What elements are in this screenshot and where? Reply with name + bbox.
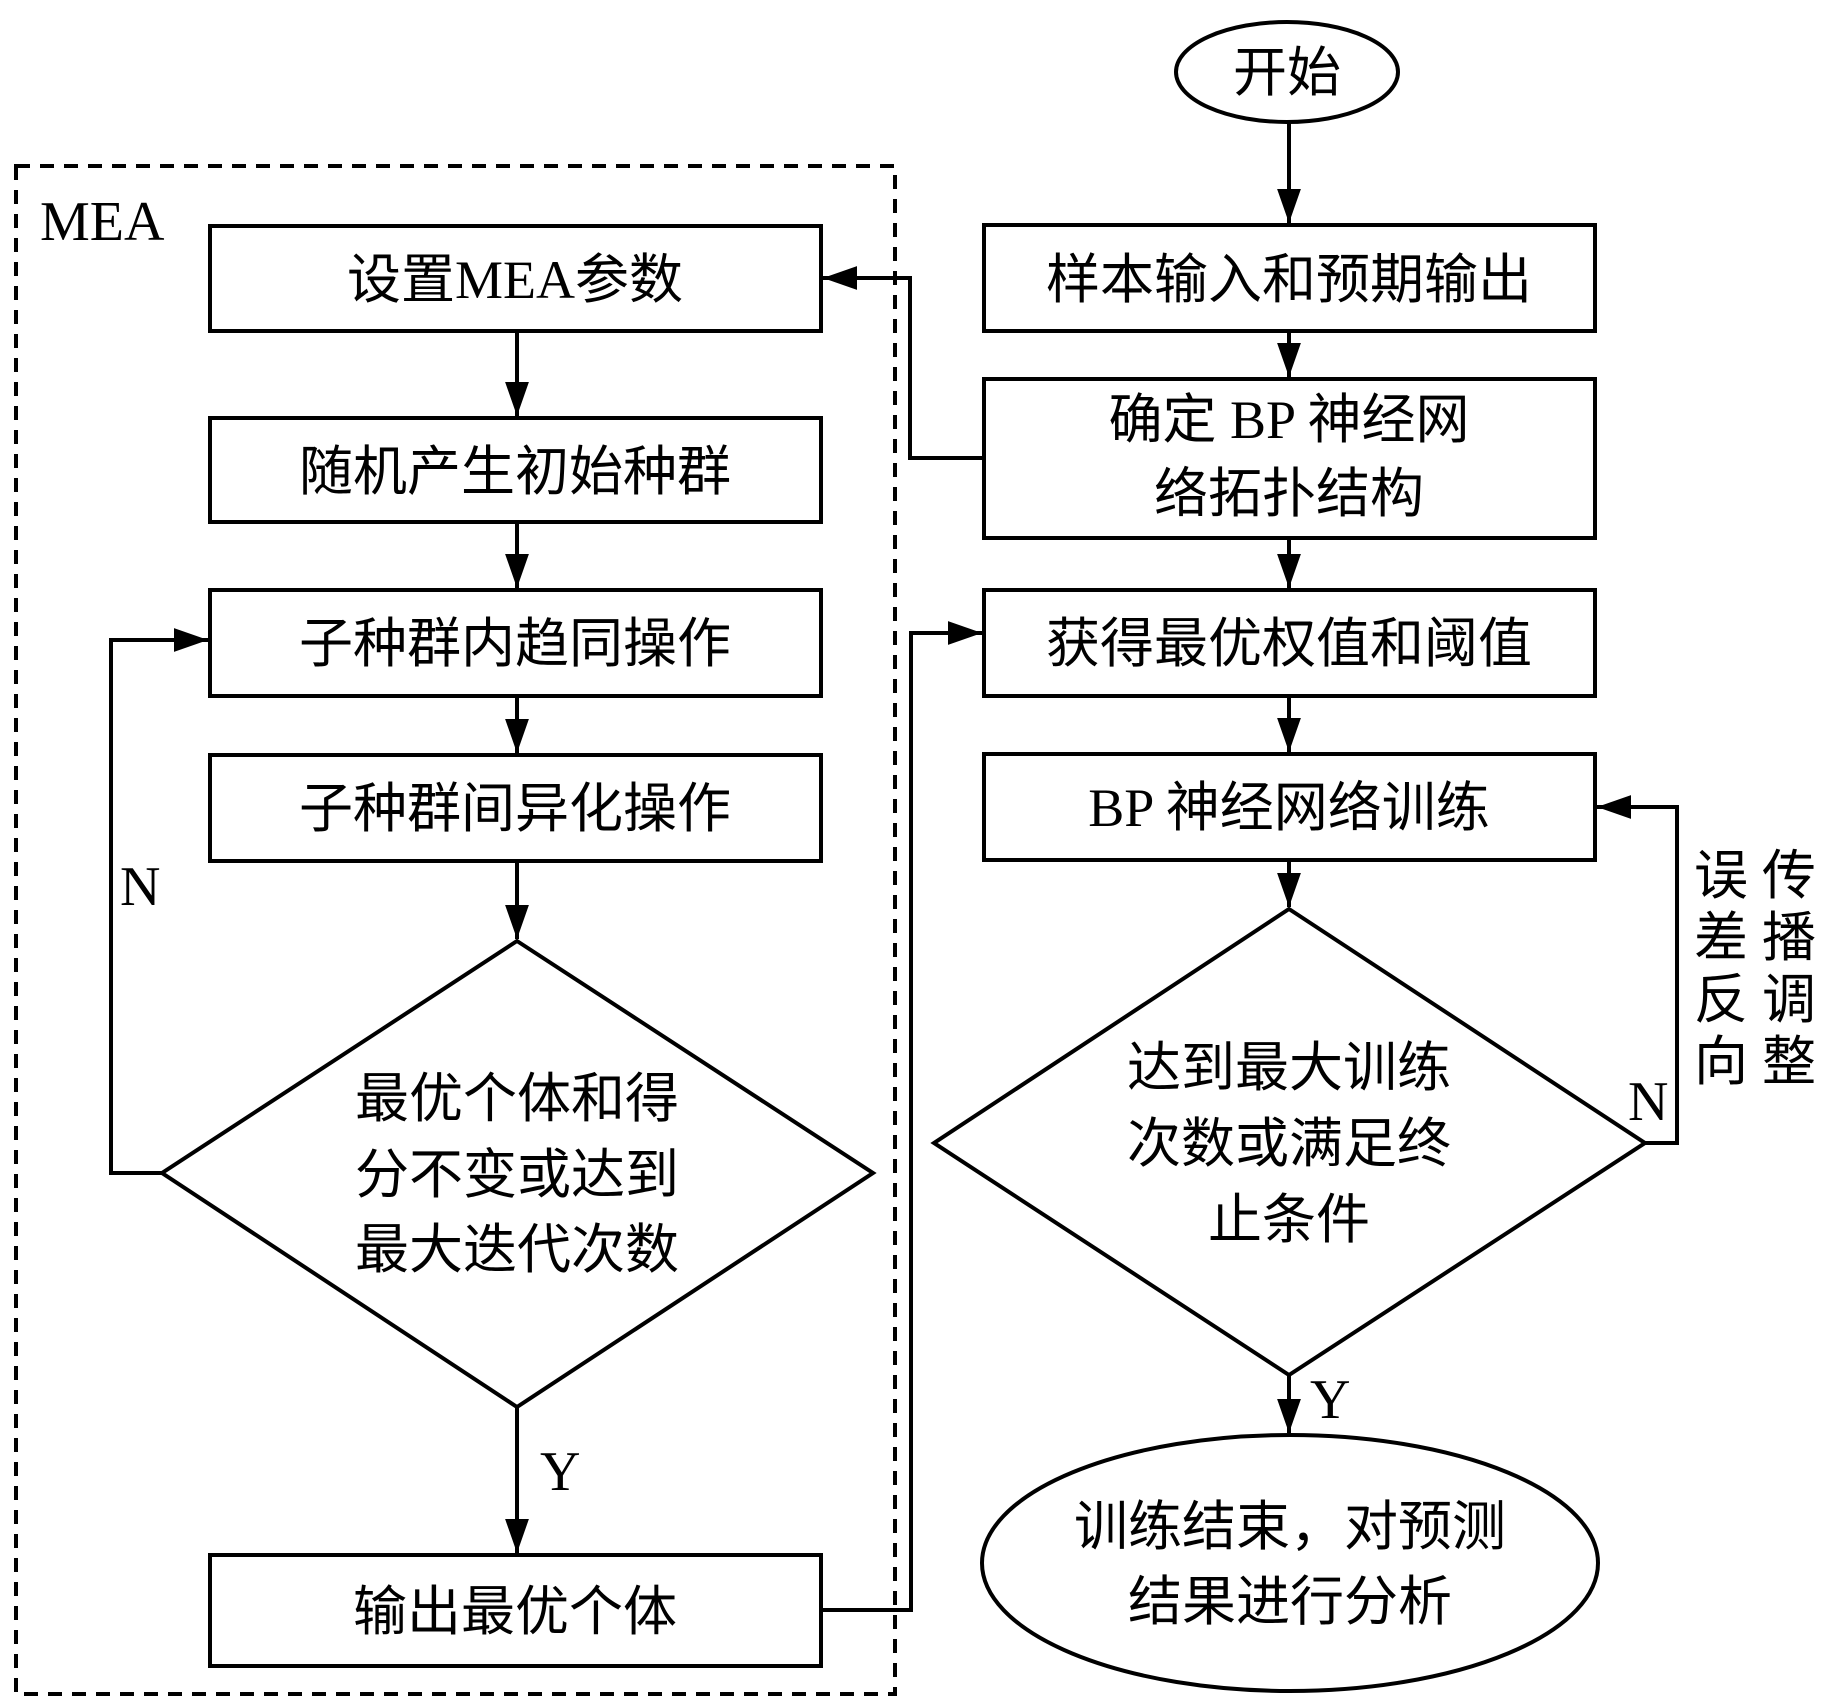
right-decision-line-1: 达到最大训练 <box>1127 1038 1451 1098</box>
set-params-node: 设置MEA参数 <box>208 224 823 333</box>
feedback-char: 反 <box>1694 970 1748 1030</box>
right-no-label: N <box>1628 1071 1668 1133</box>
right-decision-line-3: 止条件 <box>1208 1190 1370 1250</box>
dissimilation-text: 子种群间异化操作 <box>299 779 731 839</box>
sample-io-text: 样本输入和预期输出 <box>1046 250 1532 310</box>
start-text: 开始 <box>1233 43 1341 103</box>
init-population-node: 随机产生初始种群 <box>208 416 823 524</box>
feedback-char: 向 <box>1694 1032 1748 1092</box>
optimal-weights-text: 获得最优权值和阈值 <box>1046 614 1532 674</box>
topology-node: 确定 BP 神经网 络拓扑结构 <box>982 377 1597 540</box>
left-decision-node: 最优个体和得 分不变或达到 最大迭代次数 <box>158 938 877 1410</box>
left-decision-line-1: 最优个体和得 <box>355 1069 679 1129</box>
init-population-text: 随机产生初始种群 <box>299 442 731 502</box>
right-decision-node: 达到最大训练 次数或满足终 止条件 <box>930 906 1649 1378</box>
bp-training-node: BP 神经网络训练 <box>982 752 1597 862</box>
left-decision-line-3: 最大迭代次数 <box>355 1220 679 1280</box>
feedback-char: 差 <box>1694 908 1748 968</box>
right-yes-label: Y <box>1310 1369 1350 1431</box>
arrow-right-no-loop <box>1597 795 1679 1145</box>
sample-io-node: 样本输入和预期输出 <box>982 223 1597 333</box>
end-node: 训练结束，对预测 结果进行分析 <box>980 1433 1600 1693</box>
feedback-label: 误 差 反 向 传 播 调 整 <box>1694 846 1816 1092</box>
set-params-text: 设置MEA参数 <box>347 250 683 310</box>
feedback-char: 播 <box>1762 908 1816 968</box>
arrow-topology-to-params <box>823 266 984 460</box>
left-no-label: N <box>120 856 160 918</box>
convergence-text: 子种群内趋同操作 <box>299 614 731 674</box>
topology-line-2: 络拓扑结构 <box>1154 464 1424 524</box>
left-decision-line-2: 分不变或达到 <box>355 1145 679 1205</box>
end-line-2: 结果进行分析 <box>1128 1572 1452 1632</box>
arrow-left-no-loop <box>109 628 208 1175</box>
output-best-text: 输出最优个体 <box>353 1582 677 1642</box>
topology-line-1: 确定 BP 神经网 <box>1108 390 1469 450</box>
optimal-weights-node: 获得最优权值和阈值 <box>982 588 1597 698</box>
mea-group-border <box>14 164 897 1696</box>
right-decision-line-2: 次数或满足终 <box>1127 1114 1451 1174</box>
output-best-node: 输出最优个体 <box>208 1553 823 1668</box>
convergence-node: 子种群内趋同操作 <box>208 588 823 698</box>
feedback-char: 整 <box>1762 1032 1816 1092</box>
feedback-char: 调 <box>1762 970 1816 1030</box>
feedback-char: 误 <box>1694 846 1748 906</box>
feedback-char: 传 <box>1762 846 1816 906</box>
bp-training-text: BP 神经网络训练 <box>1088 778 1490 838</box>
end-line-1: 训练结束，对预测 <box>1074 1497 1506 1557</box>
mea-group-label: MEA <box>40 191 165 253</box>
start-node: 开始 <box>1174 20 1400 124</box>
left-yes-label: Y <box>540 1441 580 1503</box>
dissimilation-node: 子种群间异化操作 <box>208 753 823 863</box>
arrow-output-to-weights <box>821 621 982 1612</box>
